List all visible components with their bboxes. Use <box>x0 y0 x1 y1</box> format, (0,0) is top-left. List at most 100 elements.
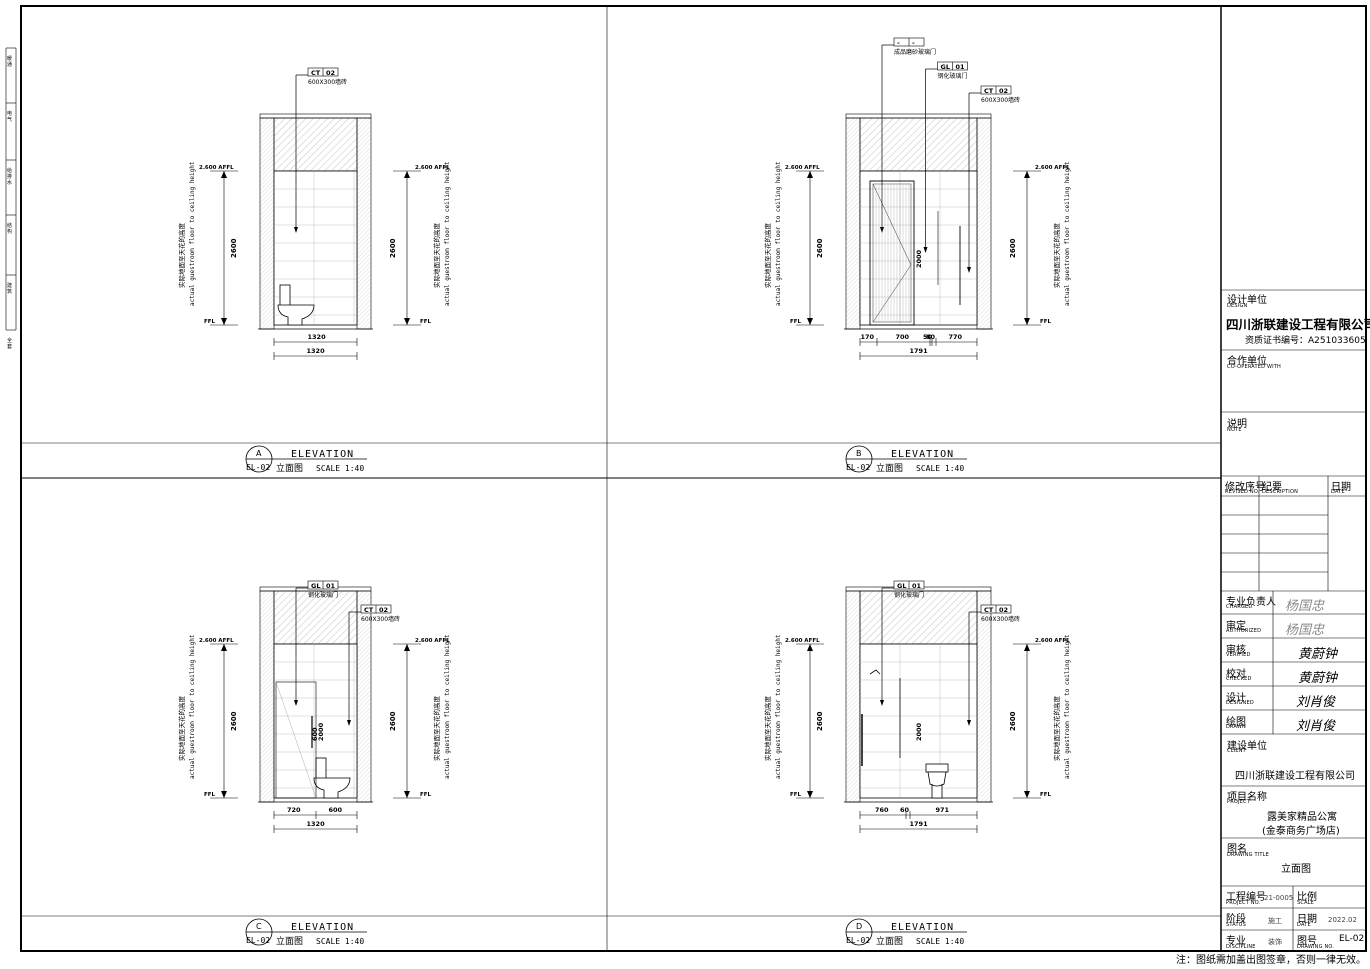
door-swing <box>872 183 912 266</box>
elevation-ref: EL-02 <box>246 463 270 472</box>
dim-arrow <box>807 791 813 798</box>
height-dim-text: 2600 <box>1009 711 1017 731</box>
height-desc-en: actual guestroom floor to ceiling height <box>1064 634 1071 779</box>
charged-label: 专业负责人 <box>1226 597 1276 608</box>
discipline-strip-label: 暖通 <box>7 56 13 68</box>
material-tag-code: GL <box>897 582 906 590</box>
material-tag-code: GL <box>941 63 950 71</box>
drawing-no-label-en: DRAWING NO. <box>1297 944 1335 950</box>
material-tag-number: 01 <box>956 63 966 71</box>
material-tag-code: GL <box>311 582 320 590</box>
elevation-id: C <box>256 922 262 931</box>
dim-arrow <box>1024 318 1030 325</box>
dim-arrow <box>1024 791 1030 798</box>
auth-label-en: AUTHORIZED <box>1226 628 1262 634</box>
elevation-title-en: ELEVATION <box>291 449 354 460</box>
charged-label-en: CHARGED <box>1226 604 1253 610</box>
drawn-label-en: DRAWN <box>1226 724 1246 730</box>
bottom-dim-text: 760 <box>875 806 889 814</box>
height-desc-cn: 实际地面至天花的高度 <box>763 696 772 762</box>
total-dim-text: 1791 <box>910 347 929 355</box>
elevation-title-en: ELEVATION <box>891 922 954 933</box>
signature-verified: 黄蔚钟 <box>1298 647 1338 662</box>
height-desc-en: actual guestroom floor to ceiling height <box>1064 161 1071 306</box>
height-dim-text: 2600 <box>816 238 824 258</box>
elevation-title-cn: 立面图 <box>276 462 303 474</box>
level-mark-right: 2.600 AFFL <box>1035 638 1070 644</box>
material-tag-code: CT <box>984 606 994 614</box>
client-name: 四川浙联建设工程有限公司 <box>1235 771 1355 782</box>
client-label-en: CLIENT <box>1227 748 1246 754</box>
elevation-ref: EL-02 <box>846 463 870 472</box>
material-tag-number: 01 <box>326 582 336 590</box>
dim-arrow <box>404 791 410 798</box>
left-wall <box>845 590 861 803</box>
discipline-strip-label: 全套 <box>7 338 13 350</box>
checked-label-en: CHECKED <box>1226 676 1252 682</box>
height-desc-cn: 实际地面至天花的高度 <box>177 223 186 289</box>
auth-label: 审定 <box>1226 621 1246 632</box>
inner-dim-text: 600 <box>311 727 319 741</box>
ffl-mark-left: FFL <box>204 792 216 798</box>
level-mark-left: 2.600 AFFL <box>199 165 234 171</box>
toilet-tank <box>279 284 291 308</box>
dim-arrow <box>221 644 227 651</box>
height-desc-en: actual guestroom floor to ceiling height <box>189 634 196 779</box>
elevation-title-cn: 立面图 <box>876 935 903 947</box>
bottom-dim-text: 50 <box>923 333 933 341</box>
signature-charged: 杨国忠 <box>1285 599 1325 614</box>
right-wall <box>356 117 372 330</box>
bottom-dim-text: 1320 <box>308 333 327 341</box>
elevation-scale: SCALE 1:40 <box>916 937 964 946</box>
material-tag-desc: 钢化玻璃门 <box>894 591 924 599</box>
tag-arrow <box>880 700 884 706</box>
ffl-mark-right: FFL <box>420 792 432 798</box>
height-desc-en: actual guestroom floor to ceiling height <box>189 161 196 306</box>
wall-face <box>859 170 978 326</box>
dim-arrow <box>807 644 813 651</box>
dim-arrow <box>807 171 813 178</box>
project-no-label-en: PROJECT NO. <box>1226 900 1261 906</box>
total-dim-text: 1320 <box>307 347 326 355</box>
bottom-dim-text: 720 <box>287 806 301 814</box>
material-tag-code: - <box>897 39 900 47</box>
discipline-strip-label: 结构 <box>7 223 13 235</box>
discipline-strip-label: 给排水 <box>7 168 13 186</box>
material-tag-number: 02 <box>326 69 335 77</box>
elevation-id: A <box>256 449 262 458</box>
material-tag-desc: 600X300墙砖 <box>361 615 400 623</box>
wall-face <box>859 643 978 799</box>
level-mark-right: 2.600 AFFL <box>415 165 450 171</box>
material-tag-code: CT <box>364 606 374 614</box>
footer-note: 注：图纸需加盖出图签章，否则一律无效。 <box>1176 955 1366 966</box>
bottom-dim-text: 770 <box>949 333 963 341</box>
ceiling-void <box>273 117 358 172</box>
toilet-tank <box>315 757 327 781</box>
drawing-no: EL-02 <box>1339 934 1365 944</box>
height-dim-text: 2600 <box>230 238 238 258</box>
ceiling-void <box>273 590 358 645</box>
date-label: 日期 <box>1331 482 1351 493</box>
verified-label: 审核 <box>1226 645 1246 656</box>
toilet-bowl <box>277 304 315 326</box>
height-dim-text: 2600 <box>230 711 238 731</box>
date2-label-en: DATE <box>1297 922 1311 928</box>
tag-arrow <box>923 247 928 253</box>
status-value: 施工 <box>1268 917 1282 925</box>
dim-arrow <box>1024 644 1030 651</box>
bottom-dim-text: 170 <box>861 333 875 341</box>
elevation-scale: SCALE 1:40 <box>316 937 364 946</box>
material-tag-desc: 600X300墙砖 <box>981 96 1020 104</box>
inner-dim-text: 2000 <box>915 722 923 741</box>
drawing-title-label-en: DRAWING TITLE <box>1227 852 1270 858</box>
discipline-label-en: DISCIPLINE <box>1226 944 1256 950</box>
status-label: 阶段 <box>1226 914 1246 925</box>
drawing-title-label: 图名 <box>1227 844 1247 855</box>
material-tag-desc: 成品磨砂玻璃门 <box>894 48 936 56</box>
level-mark-left: 2.600 AFFL <box>785 638 820 644</box>
signature-drawn: 刘肖俊 <box>1296 719 1336 734</box>
signature-designed: 刘肖俊 <box>1296 695 1336 710</box>
design-label-en: DESIGN <box>1227 303 1248 309</box>
